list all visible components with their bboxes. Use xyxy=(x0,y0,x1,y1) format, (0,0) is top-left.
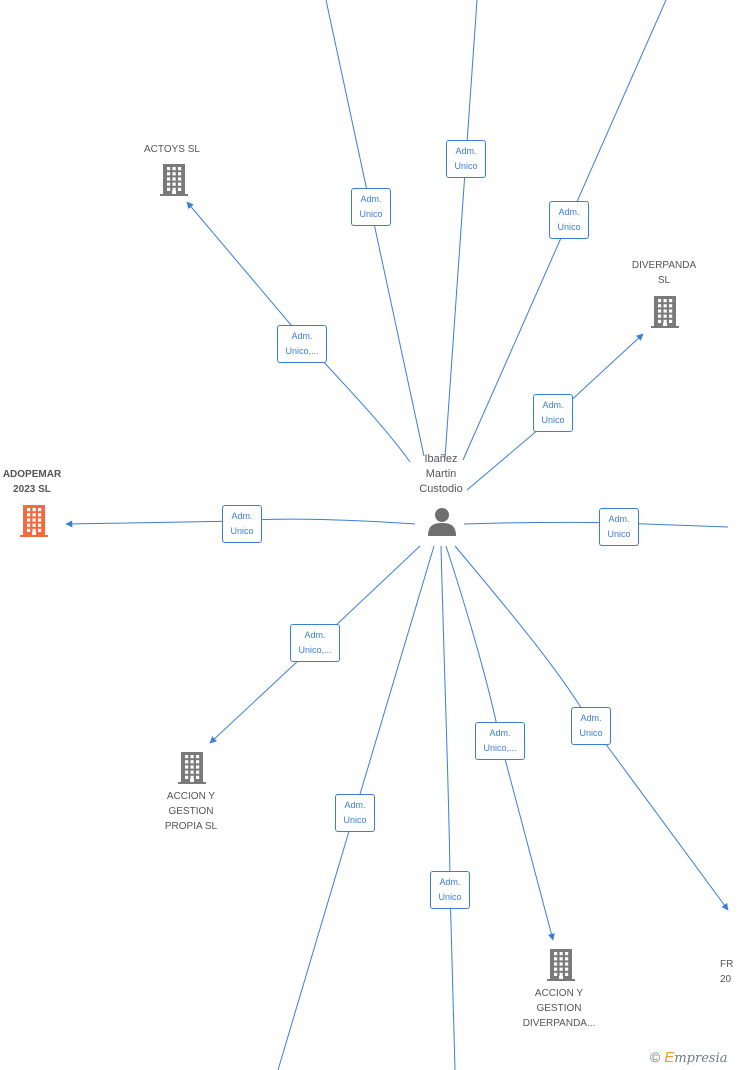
brand-name: mpresia xyxy=(674,1051,728,1066)
edge-label[interactable]: Adm. Unico,... xyxy=(475,722,525,760)
edge-label[interactable]: Adm. Unico,... xyxy=(290,624,340,662)
edge-label[interactable]: Adm. Unico xyxy=(446,140,486,178)
edge-label[interactable]: Adm. Unico xyxy=(430,871,470,909)
building-icon[interactable] xyxy=(546,947,576,981)
company-label-accion-propia[interactable]: ACCION Y GESTION PROPIA SL xyxy=(164,791,218,832)
company-label-adopemar[interactable]: ADOPEMAR 2023 SL xyxy=(2,469,62,495)
edge-label[interactable]: Adm. Unico,... xyxy=(277,325,327,363)
relationship-edge xyxy=(325,0,425,457)
empresia-watermark: ©Empresia xyxy=(650,1049,727,1066)
building-icon[interactable] xyxy=(650,294,680,328)
relationship-edge xyxy=(440,545,456,1070)
company-label-diverpanda[interactable]: DIVERPANDA SL xyxy=(631,260,697,286)
edge-label[interactable]: Adm. Unico xyxy=(549,201,589,239)
company-label-fr[interactable]: FR 20 xyxy=(720,959,734,985)
copyright-symbol: © xyxy=(650,1049,661,1065)
company-label-actoys[interactable]: ACTOYS SL xyxy=(144,144,200,155)
network-diagram: Ibañez Martin Custodio ACTOYS SL DIVERPA… xyxy=(2,0,733,1070)
relationship-edge xyxy=(444,0,478,459)
company-label-accion-diverpanda[interactable]: ACCION Y GESTION DIVERPANDA... xyxy=(522,988,596,1029)
building-icon[interactable] xyxy=(159,162,189,196)
edge-label[interactable]: Adm. Unico xyxy=(335,794,375,832)
building-icon[interactable] xyxy=(19,503,49,537)
relationship-edge xyxy=(463,521,729,528)
edge-label[interactable]: Adm. Unico xyxy=(599,508,639,546)
edge-label[interactable]: Adm. Unico xyxy=(533,394,573,432)
brand-initial: E xyxy=(664,1049,675,1066)
center-person-name[interactable]: Ibañez Martin Custodio xyxy=(419,453,463,495)
building-icon[interactable] xyxy=(177,750,207,784)
person-icon[interactable] xyxy=(427,506,457,536)
edge-label[interactable]: Adm. Unico xyxy=(222,505,262,543)
edge-label[interactable]: Adm. Unico xyxy=(351,188,391,226)
edge-label[interactable]: Adm. Unico xyxy=(571,707,611,745)
